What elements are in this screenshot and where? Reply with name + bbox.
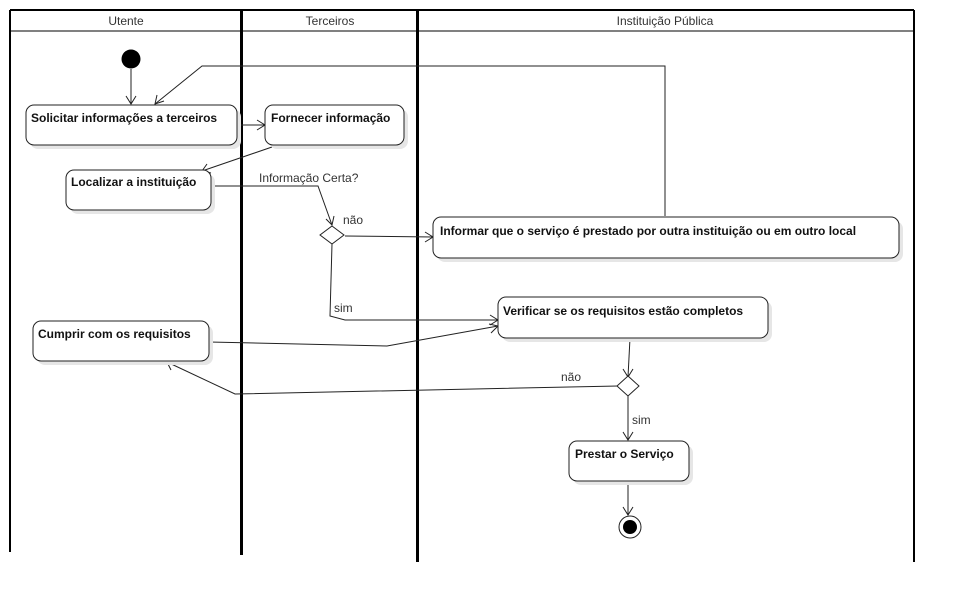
guard-nao-1: não <box>343 213 363 227</box>
guard-informacao-certa: Informação Certa? <box>259 171 359 185</box>
guard-sim-1: sim <box>334 301 353 315</box>
guard-sim-2: sim <box>632 413 651 427</box>
decision-node-requisitos <box>616 375 640 397</box>
lane-title-terceiros: Terceiros <box>306 14 355 28</box>
activity-verificar-label: Verificar se os requisitos estão complet… <box>503 304 743 318</box>
edges <box>125 65 666 516</box>
edge-localizar-to-decision <box>211 185 333 226</box>
lane-title-instituicao: Instituição Pública <box>617 14 714 28</box>
edge-decision-to-informar <box>344 235 434 238</box>
edge-decision-to-verificar <box>329 243 498 321</box>
activity-fornecer: Fornecer informação <box>264 104 408 149</box>
activity-fornecer-label: Fornecer informação <box>271 111 390 125</box>
lane-title-utente: Utente <box>108 14 144 28</box>
swimlane-frame <box>9 9 915 562</box>
activity-solicitar-label: Solicitar informações a terceiros <box>31 111 217 125</box>
activity-verificar: Verificar se os requisitos estão complet… <box>497 296 772 342</box>
edge-verificar-to-decision2 <box>627 337 631 378</box>
activity-prestar: Prestar o Serviço <box>568 440 693 485</box>
activity-localizar: Localizar a instituição <box>65 169 215 214</box>
decision-node-informacao <box>319 225 345 245</box>
guard-nao-2: não <box>561 370 581 384</box>
initial-node <box>121 49 141 69</box>
edge-fornecer-to-localizar <box>201 146 273 172</box>
activity-prestar-label: Prestar o Serviço <box>575 447 674 461</box>
edge-informar-to-solicitar <box>154 65 666 216</box>
activity-localizar-label: Localizar a instituição <box>71 175 196 189</box>
edge-cumprir-to-verificar <box>208 325 499 347</box>
activity-cumprir: Cumprir com os requisitos <box>32 320 213 365</box>
activity-informar-label: Informar que o serviço é prestado por ou… <box>440 224 856 238</box>
edge-decision2-to-cumprir <box>166 361 619 395</box>
activity-solicitar: Solicitar informações a terceiros <box>25 104 241 149</box>
final-node <box>618 515 642 539</box>
activity-informar: Informar que o serviço é prestado por ou… <box>432 216 903 262</box>
activity-cumprir-label: Cumprir com os requisitos <box>38 327 191 341</box>
